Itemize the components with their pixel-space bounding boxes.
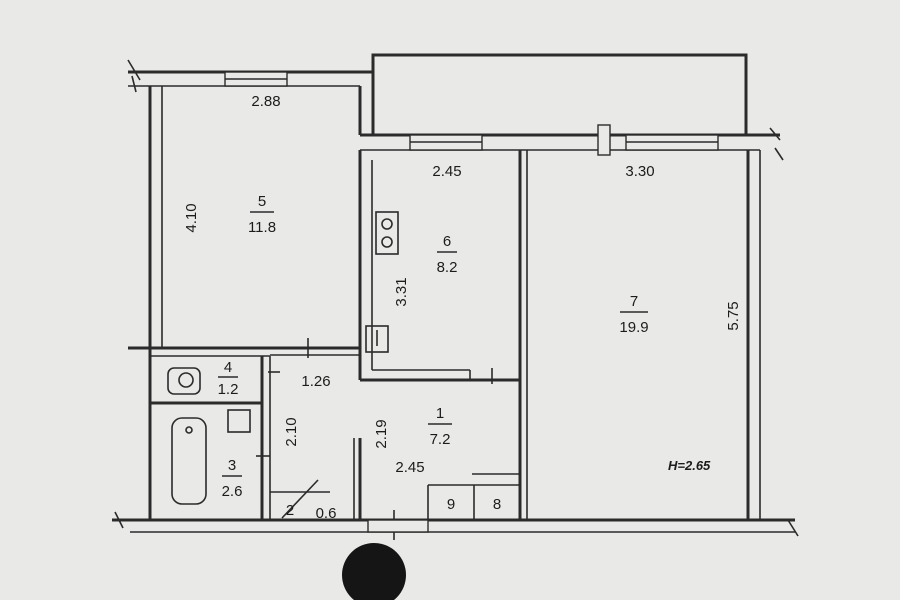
stove-fixture: [375, 211, 399, 255]
room-label-3: 3 2.6: [222, 457, 243, 500]
room-area: 7.2: [430, 431, 451, 448]
dim-kitchen-width: 2.45: [432, 163, 461, 180]
room-number: 7: [630, 293, 638, 310]
dim-bath-depth: 2.10: [283, 417, 300, 446]
room-number: 5: [258, 193, 266, 210]
room-number: 1: [436, 405, 444, 422]
room-area: 19.9: [619, 319, 648, 336]
room-label-5: 5 11.8: [248, 193, 276, 236]
room-label-6: 6 8.2: [437, 233, 458, 276]
toilet-fixture: [167, 367, 201, 395]
bathtub-fixture: [171, 417, 207, 505]
room-number: 4: [224, 359, 232, 376]
room-label-2: 2 0.6: [286, 502, 337, 522]
room-number: 6: [443, 233, 451, 250]
dim-kitchen-depth: 3.31: [393, 277, 410, 306]
balcony-door: [597, 124, 611, 156]
washbasin-fixture: [227, 409, 251, 433]
room-label-8: 8: [493, 496, 501, 513]
room-area: 0.6: [316, 505, 337, 522]
dim-hall-depth: 2.19: [373, 419, 390, 448]
room-number: 3: [228, 457, 236, 474]
room-number: 2: [286, 502, 294, 519]
dim-hall-upper: 1.26: [301, 373, 330, 390]
room-label-4: 4 1.2: [218, 359, 239, 398]
entrance-door: [367, 519, 429, 533]
interior-walls: [128, 150, 528, 540]
dim-room5-width: 2.88: [251, 93, 280, 110]
dim-room5-depth: 4.10: [183, 203, 200, 232]
dim-living-depth: 5.75: [725, 301, 742, 330]
room-label-1: 1 7.2: [428, 405, 452, 448]
sink-fixture: [365, 325, 389, 353]
room-area: 1.2: [218, 381, 239, 398]
room-area: 11.8: [248, 219, 276, 236]
ceiling-height-label: H=2.65: [668, 458, 711, 473]
room-area: 8.2: [437, 259, 458, 276]
redaction-dot: [342, 543, 406, 600]
room-area: 2.6: [222, 483, 243, 500]
dim-hall-width: 2.45: [395, 459, 424, 476]
break-marks: [114, 59, 799, 537]
dim-living-width: 3.30: [625, 163, 654, 180]
room-label-9: 9: [447, 496, 455, 513]
room-label-7: 7 19.9: [619, 293, 648, 336]
